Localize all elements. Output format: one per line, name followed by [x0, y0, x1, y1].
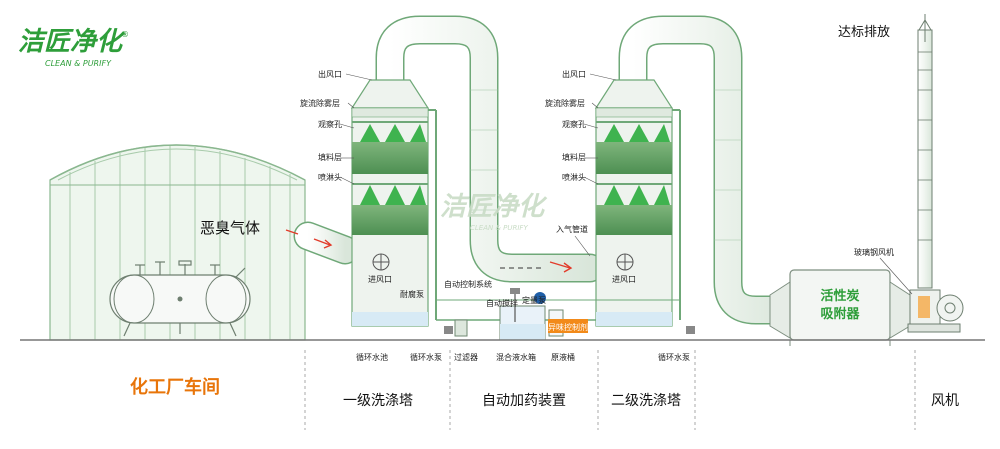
fan-leader	[879, 257, 913, 295]
t1-inlet-label: 进风口	[368, 275, 392, 284]
odor-gas-label: 恶臭气体	[200, 219, 260, 237]
logo-tagline: CLEAN & PURIFY	[45, 59, 112, 68]
auto-dosing-unit: 异味控制剂	[436, 288, 695, 341]
frp-fan	[907, 289, 964, 333]
t1-observation-label: 观察孔	[318, 119, 342, 129]
discharge-label: 达标排放	[838, 25, 890, 40]
t1-mist-label: 旋流除雾层	[300, 98, 340, 108]
carbon-label-line1: 活性炭	[820, 288, 859, 304]
spray-pattern-upper	[360, 124, 426, 142]
section-workshop: 化工厂车间	[130, 376, 220, 398]
metering-pump-label: 定量泵	[522, 295, 546, 305]
packing-layer-lower-2	[596, 205, 672, 235]
metering-pump	[534, 292, 546, 304]
fan-label: 玻璃钢风机	[854, 247, 894, 257]
duct-flow-arrows	[549, 261, 573, 273]
section-fan: 风机	[931, 393, 959, 409]
filter-label: 过滤器	[454, 352, 478, 362]
t2-mist-label: 旋流除雾层	[545, 98, 585, 108]
tower1-fan-icon	[372, 253, 390, 271]
brand-logo: 洁匠净化 ® CLEAN & PURIFY	[18, 27, 129, 68]
packing-layer-lower	[352, 205, 428, 235]
scrubber-tower-2	[594, 79, 681, 327]
section-tower-1: 一级洗涤塔	[343, 393, 413, 409]
logo-reg-mark: ®	[121, 30, 129, 39]
dosing-labels: 自动控制系统 自动搅拌 定量泵 过滤器 混合液水箱 原液桶	[444, 279, 575, 362]
t1-tank-label: 循环水池	[356, 352, 388, 362]
packing-layer-upper-2	[596, 142, 672, 174]
section-dividers	[304, 350, 916, 430]
chemical-storage-tank	[109, 260, 251, 337]
tower1-leaders	[339, 73, 373, 185]
t2-inlet-label: 进风口	[612, 275, 636, 284]
pump-1	[444, 326, 453, 334]
tower2-leaders	[574, 73, 617, 257]
watermark-tagline: CLEAN & PURIFY	[470, 224, 528, 232]
control-system-label: 自动控制系统	[444, 279, 492, 289]
packing-layer-upper	[352, 142, 428, 174]
tower2-labels: 出风口 旋流除雾层 观察孔 填料层 喷淋头 入气管道 进风口 循环水泵	[545, 69, 690, 362]
odor-control-label: 异味控制剂	[548, 322, 588, 332]
t1-packing-label: 填料层	[318, 152, 342, 162]
section-dosing: 自动加药装置	[482, 393, 566, 409]
spray-pattern-lower	[360, 185, 426, 205]
tower2-fan-icon	[616, 253, 634, 271]
tower1-labels: 出风口 旋流除雾层 观察孔 填料层 喷淋头 进风口 耐腐泵 循环水池 循环水泵	[300, 69, 442, 362]
t2-nozzle-label: 喷淋头	[562, 172, 586, 182]
spray-pattern-lower-2	[604, 185, 670, 205]
exhaust-stack	[917, 14, 933, 289]
duct-network	[293, 15, 805, 325]
pump-2	[686, 326, 695, 334]
activated-carbon-adsorber: 活性炭 吸附器	[769, 269, 911, 346]
t1-pump-label: 耐腐泵	[400, 289, 424, 299]
t1-nozzle-label: 喷淋头	[318, 172, 342, 182]
carbon-label-line2: 吸附器	[820, 306, 860, 322]
t1-outlet-label: 出风口	[318, 69, 342, 79]
filter-unit	[454, 319, 468, 337]
inlet-flow-arrows	[285, 229, 333, 249]
mixer-label: 自动搅拌	[486, 298, 518, 308]
section-tower-2: 二级洗涤塔	[611, 393, 681, 409]
mixing-tank-label: 混合液水箱	[496, 352, 536, 362]
logo-text: 洁匠净化	[18, 27, 126, 57]
spray-pattern-upper-2	[604, 124, 670, 142]
t2-duct-label: 入气管道	[556, 224, 588, 234]
watermark-text: 洁匠净化	[440, 192, 548, 222]
odor-control-box	[548, 319, 588, 333]
t1-circ-pump-label: 循环水泵	[410, 352, 442, 362]
t2-circ-pump-label: 循环水泵	[658, 352, 690, 362]
watermark: 洁匠净化 CLEAN & PURIFY	[440, 192, 548, 232]
t2-packing-label: 填料层	[562, 152, 586, 162]
raw-tank-label: 原液桶	[551, 352, 575, 362]
t2-outlet-label: 出风口	[562, 69, 586, 79]
scrubber-tower-1	[350, 79, 437, 327]
t2-observation-label: 观察孔	[562, 119, 586, 129]
